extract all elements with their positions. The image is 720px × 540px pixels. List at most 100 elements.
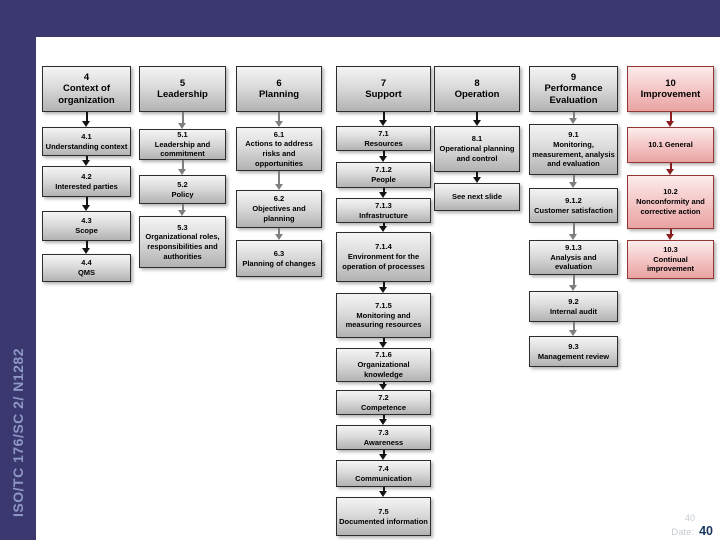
clause-header-5: 5 Leadership [139,66,226,112]
connector-arrow [82,241,92,254]
clause-label: See next slide [451,192,503,202]
clause-title: Improvement [640,89,701,100]
slide-canvas [36,37,720,540]
connector-arrow [178,112,188,129]
clause-code: 7.5 [378,506,389,516]
date-label: Date: [671,527,695,538]
clause-header-7: 7 Support [336,66,431,112]
clause-number: 8 [474,77,480,89]
clause-code: 10.2 [663,187,678,197]
clause-header-6: 6 Planning [236,66,322,112]
clause-code: 8.1 [471,134,483,144]
clause-box-5-1: 5.1 Leadership and commitment [139,129,226,160]
clause-box-4-4: 4.4 QMS [42,254,131,282]
clause-code: 4.4 [81,258,92,268]
clause-label: Leadership and commitment [154,139,211,159]
connector-arrow [178,204,188,216]
clause-code: 7.1 [378,128,389,138]
clause-code: 9.1.2 [565,195,582,205]
connector-arrow [379,450,389,460]
connector-arrow [569,322,579,336]
clause-box-9-1: 9.1 Monitoring, measurement, analysis an… [529,124,618,175]
clause-number: 7 [380,77,387,89]
clause-number: 6 [276,77,282,89]
clause-number: 9 [570,72,577,84]
clause-box-7-1-3: 7.1.3 Infrastructure [336,198,431,223]
clause-label: Scope [75,226,98,235]
clause-box-6-3: 6.3 Planning of changes [236,240,322,277]
clause-code: 7.1.4 [375,242,392,252]
clause-box-7-1-2: 7.1.2 People [336,162,431,188]
clause-code: 6.3 [273,248,285,258]
clause-box-7-5: 7.5 Documented information [336,497,431,536]
clause-box-9-2: 9.2 Internal audit [529,291,618,322]
document-reference-label: ISO/TC 176/SC 2/ N1282 [10,347,26,517]
see-next-slide-box: See next slide [434,183,520,211]
clause-code: 7.1.2 [375,165,392,175]
clause-label: Organizational knowledge [357,360,410,379]
clause-box-7-1: 7.1 Resources [336,126,431,151]
clause-number: 10 [665,77,676,89]
clause-box-10-2: 10.2 Nonconformity and corrective action [627,175,714,229]
connector-arrow [274,112,284,127]
connector-arrow [569,223,579,240]
connector-arrow [178,160,188,175]
clause-label: Actions to address risks and opportuniti… [245,139,313,168]
clause-label: Communication [355,473,412,483]
clause-header-10: 10 Improvement [627,66,714,112]
clause-box-5-2: 5.2 Policy [139,175,226,204]
connector-arrow [569,275,579,291]
clause-label: QMS [77,268,96,277]
document-reference-sidebar: ISO/TC 176/SC 2/ N1282 [0,328,36,536]
clause-title: Performance Evaluation [544,83,603,106]
clause-label: Management review [537,351,610,361]
connector-arrow [274,228,284,240]
clause-box-10-1: 10.1 General [627,127,714,163]
clause-box-7-1-6: 7.1.6 Organizational knowledge [336,348,431,382]
clause-box-4-3: 4.3 Scope [42,211,131,241]
clause-label: Planning of changes [242,258,316,268]
clause-column-9: 9 Performance Evaluation 9.1 Monitoring,… [529,0,618,540]
connector-arrow [666,163,676,175]
connector-arrow [379,487,389,497]
page-number-ghost: 40 [684,513,695,523]
clause-code: 9.3 [568,341,579,351]
clause-box-9-3: 9.3 Management review [529,336,618,367]
connector-arrow [472,172,482,183]
connector-arrow [82,156,92,166]
clause-code: 5.3 [177,222,188,232]
clause-label: Objectives and planning [252,204,306,223]
clause-box-5-3: 5.3 Organizational roles, responsibiliti… [139,216,226,268]
clause-title: Context of organization [58,83,115,106]
clause-title: Planning [258,89,300,100]
clause-code: 4.1 [81,131,92,141]
clause-label: Documented information [339,516,428,526]
clause-column-5: 5 Leadership 5.1 Leadership and commitme… [139,0,226,540]
clause-code: 9.1 [568,130,579,139]
clause-box-7-2: 7.2 Competence [336,390,431,415]
connector-arrow [666,229,676,240]
clause-column-6: 6 Planning 6.1 Actions to address risks … [236,0,322,540]
clause-column-10: 10 Improvement 10.1 General 10.2 Nonconf… [627,0,714,540]
connector-arrow [666,112,676,127]
connector-arrow [569,112,579,124]
clause-label: Nonconformity and corrective action [636,197,705,216]
clause-label: Monitoring, measurement, analysis and ev… [532,139,615,169]
clause-label: Understanding context [45,141,128,151]
clause-label: Operational planning and control [439,144,515,163]
clause-label: Competence [360,402,406,412]
clause-code: 5.2 [177,179,188,189]
clause-title: Operation [454,89,500,100]
clause-code: 4.3 [81,216,92,226]
clause-label: Internal audit [549,306,598,316]
clause-code: 7.3 [378,427,389,437]
clause-label: People [371,175,396,184]
clause-column-8: 8 Operation 8.1 Operational planning and… [434,0,520,540]
clause-box-9-1-3: 9.1.3 Analysis and evaluation [529,240,618,275]
page-number: 40 [699,524,713,538]
clause-box-9-1-2: 9.1.2 Customer satisfaction [529,188,618,223]
connector-arrow [379,338,389,348]
clause-code: 7.1.3 [375,200,392,210]
connector-arrow [274,171,284,190]
